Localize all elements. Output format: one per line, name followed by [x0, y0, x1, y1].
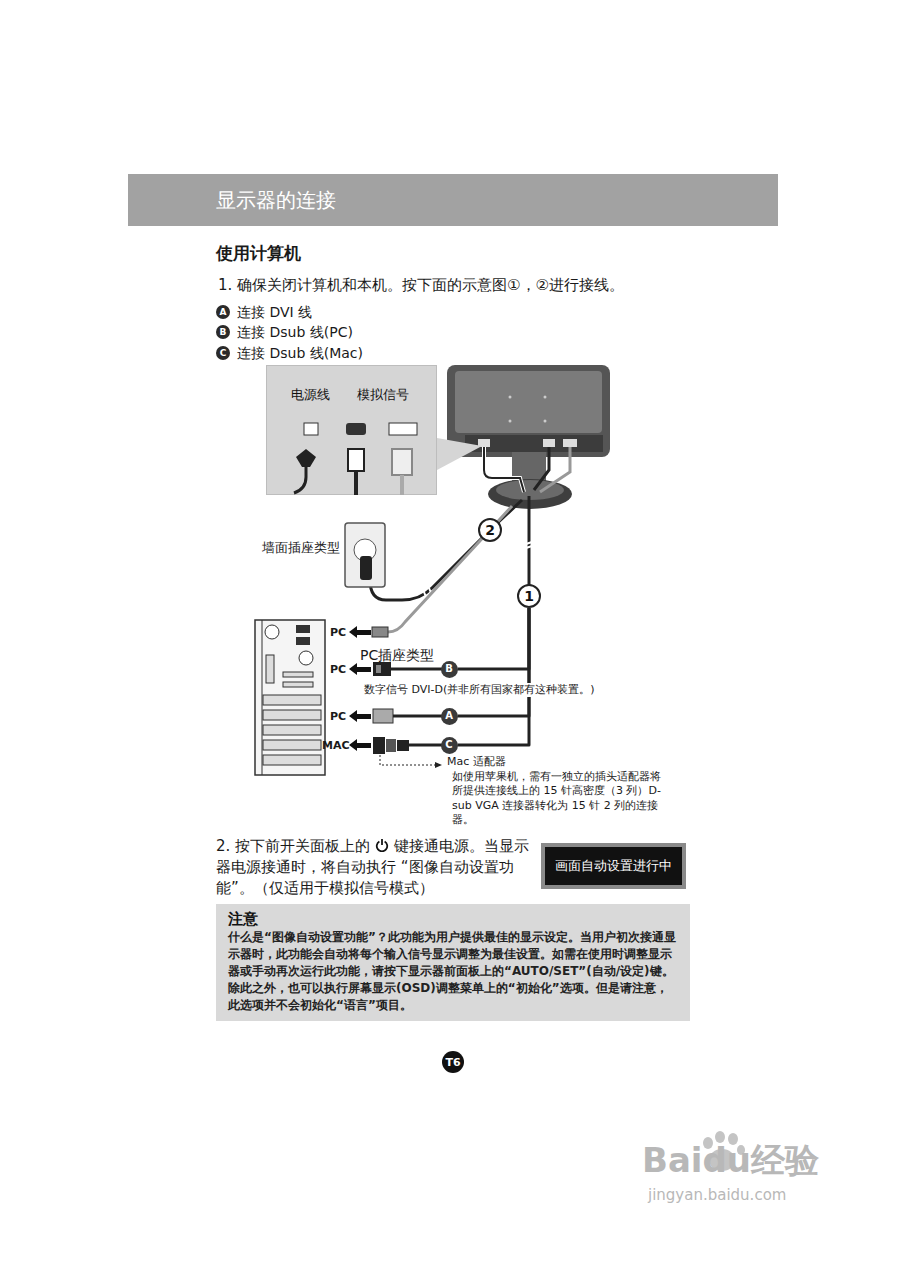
- cable-badge: B: [441, 661, 458, 678]
- mac-adapter: [373, 737, 385, 754]
- badge-text: B: [445, 664, 453, 674]
- title-band: 显示器的连接: [128, 174, 778, 226]
- section-heading: 使用计算机: [216, 242, 301, 264]
- badge-text: A: [220, 308, 227, 317]
- page-number: T6: [442, 1051, 464, 1073]
- port-name: 电源线: [291, 386, 330, 404]
- badge-text: C: [445, 740, 452, 750]
- power-symbol: [374, 838, 390, 852]
- badge-text: A: [445, 711, 453, 721]
- legend-badge: B: [216, 325, 230, 339]
- part-label: Mac 适配器: [447, 755, 506, 769]
- legend-text: 连接 Dsub 线(Mac): [237, 344, 363, 362]
- step-text: 1. 确保关闭计算机和本机。按下面的示意图①，②进行接线。: [218, 276, 624, 296]
- cable-badge: C: [441, 737, 458, 754]
- port-name: 模拟信号: [357, 386, 409, 404]
- legend-badge: C: [216, 346, 230, 360]
- badge-text: T6: [445, 1057, 460, 1068]
- watermark: Baidu经验: [642, 1138, 819, 1182]
- dsub-plug: [373, 662, 391, 676]
- page-title: 显示器的连接: [216, 187, 336, 213]
- cable-connector: [458, 608, 530, 669]
- legend-text: 连接 DVI 线: [237, 303, 312, 321]
- badge-text: C: [220, 349, 227, 358]
- monitor-panel: [455, 371, 602, 433]
- step-text: 2. 按下前开关面板上的: [216, 837, 370, 855]
- monitor-back: [447, 365, 610, 457]
- port-tag: MAC: [322, 739, 350, 753]
- cable-connector: [458, 608, 530, 745]
- dvi-plug: [373, 709, 393, 723]
- legend-text: 连接 Dsub 线(PC): [237, 323, 353, 341]
- note-box: 注意什么是“图像自动设置功能”？此功能为用户提供最佳的显示设定。当用户初次接通显…: [216, 904, 690, 1021]
- note-heading: 注意: [228, 909, 678, 929]
- wall-outlet: [345, 523, 385, 587]
- power-plug: [360, 556, 372, 580]
- inset-art: [266, 365, 437, 495]
- watermark-url: jingyan.baidu.com: [648, 1186, 786, 1206]
- part-label: 墙面插座类型: [262, 540, 340, 557]
- status-text: 画面自动设置进行中: [555, 857, 672, 875]
- badge-text: 1: [524, 589, 534, 603]
- inset-pointer: [437, 438, 482, 470]
- cable-connector: [458, 608, 530, 716]
- port-tag: PC: [330, 710, 346, 724]
- part-label: PC插座类型: [360, 646, 434, 664]
- step-block: 2. 按下前开关面板上的键接通电源。当显示器电源接通时，将自动执行 “图像自动设…: [216, 836, 534, 899]
- callout-number: 2: [478, 518, 502, 542]
- pc-tower: [255, 620, 325, 775]
- note-label: 数字信号 DVI-D(并非所有国家都有这种装置。): [362, 683, 597, 697]
- note-body: 什么是“图像自动设置功能”？此功能为用户提供最佳的显示设定。当用户初次接通显示器…: [228, 929, 678, 1014]
- badge-text: B: [220, 328, 227, 337]
- status-box: 画面自动设置进行中: [541, 843, 686, 889]
- callout-number: 1: [517, 584, 541, 608]
- power-cable: [370, 500, 522, 600]
- legend-badge: A: [216, 305, 230, 319]
- port-tag: PC: [330, 663, 346, 677]
- signal-cable: [528, 496, 531, 585]
- cable-badge: A: [441, 708, 458, 725]
- note-label: 如使用苹果机，需有一独立的插头适配器将所提供连接线上的 15 针高密度（3 列）…: [452, 770, 664, 827]
- connector-inset: 电源线 模拟信号: [266, 365, 437, 495]
- badge-text: 2: [485, 523, 495, 537]
- port-tag: PC: [330, 626, 346, 640]
- analog-cable: [388, 506, 512, 632]
